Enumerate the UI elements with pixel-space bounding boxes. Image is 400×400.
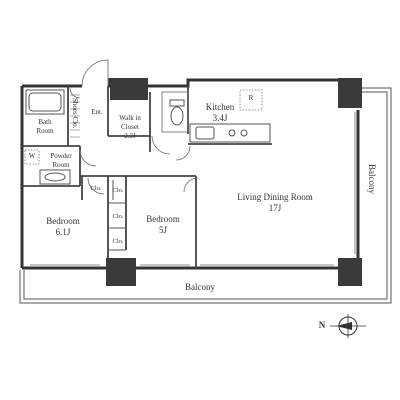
living-dining-label: Living Dining Room 17J: [237, 192, 313, 213]
exterior-walls: [20, 78, 360, 270]
toilet-icon: [169, 99, 185, 126]
window-marks: [30, 112, 356, 266]
bathtub-icon: [25, 89, 65, 115]
shoe-closet-shelves: [70, 94, 80, 138]
interior-walls: [22, 86, 272, 268]
powder-room-label: Powder Room: [50, 152, 72, 169]
balcony-east-label: Balcony: [367, 164, 377, 194]
pillars: [106, 78, 362, 286]
bedroom-west-label: Bedroom 6.1J: [46, 216, 80, 237]
pillar-sw: [106, 258, 136, 286]
toilet-room-wall: [161, 91, 189, 133]
balcony-outline: [19, 87, 392, 304]
fridge-mark: R: [248, 94, 254, 102]
kitchen-label: Kitchen 3.4J: [205, 102, 235, 123]
pillar-ne: [338, 78, 362, 108]
washer-mark: W: [28, 152, 36, 160]
door-swings: [69, 59, 199, 195]
walk-in-closet-label: Walk in Closet 2.2J: [119, 114, 141, 140]
balcony-south-label: Balcony: [185, 282, 215, 292]
shoes-closet-label: Shoes Clo.: [71, 98, 79, 129]
pillar-se: [338, 258, 362, 286]
entrance-label: Ent.: [91, 108, 103, 116]
closet-label-2: Clo.: [112, 213, 124, 220]
vanity-sink-icon: [39, 169, 71, 185]
compass-north-letter: N: [318, 320, 326, 330]
closet-label-3: Clo.: [112, 238, 124, 245]
bath-room-label: Bath Room: [36, 118, 54, 135]
pillar-nw: [110, 78, 148, 100]
closet-label-4: Clo.: [90, 185, 102, 192]
compass-icon: [330, 314, 366, 338]
closet-label-1: Clo.: [112, 187, 124, 194]
washer-space-icon: [24, 149, 40, 165]
closet-dividers: [108, 180, 126, 251]
bedroom-middle-label: Bedroom 5J: [146, 214, 180, 235]
kitchen-counter-icon: [189, 123, 271, 143]
